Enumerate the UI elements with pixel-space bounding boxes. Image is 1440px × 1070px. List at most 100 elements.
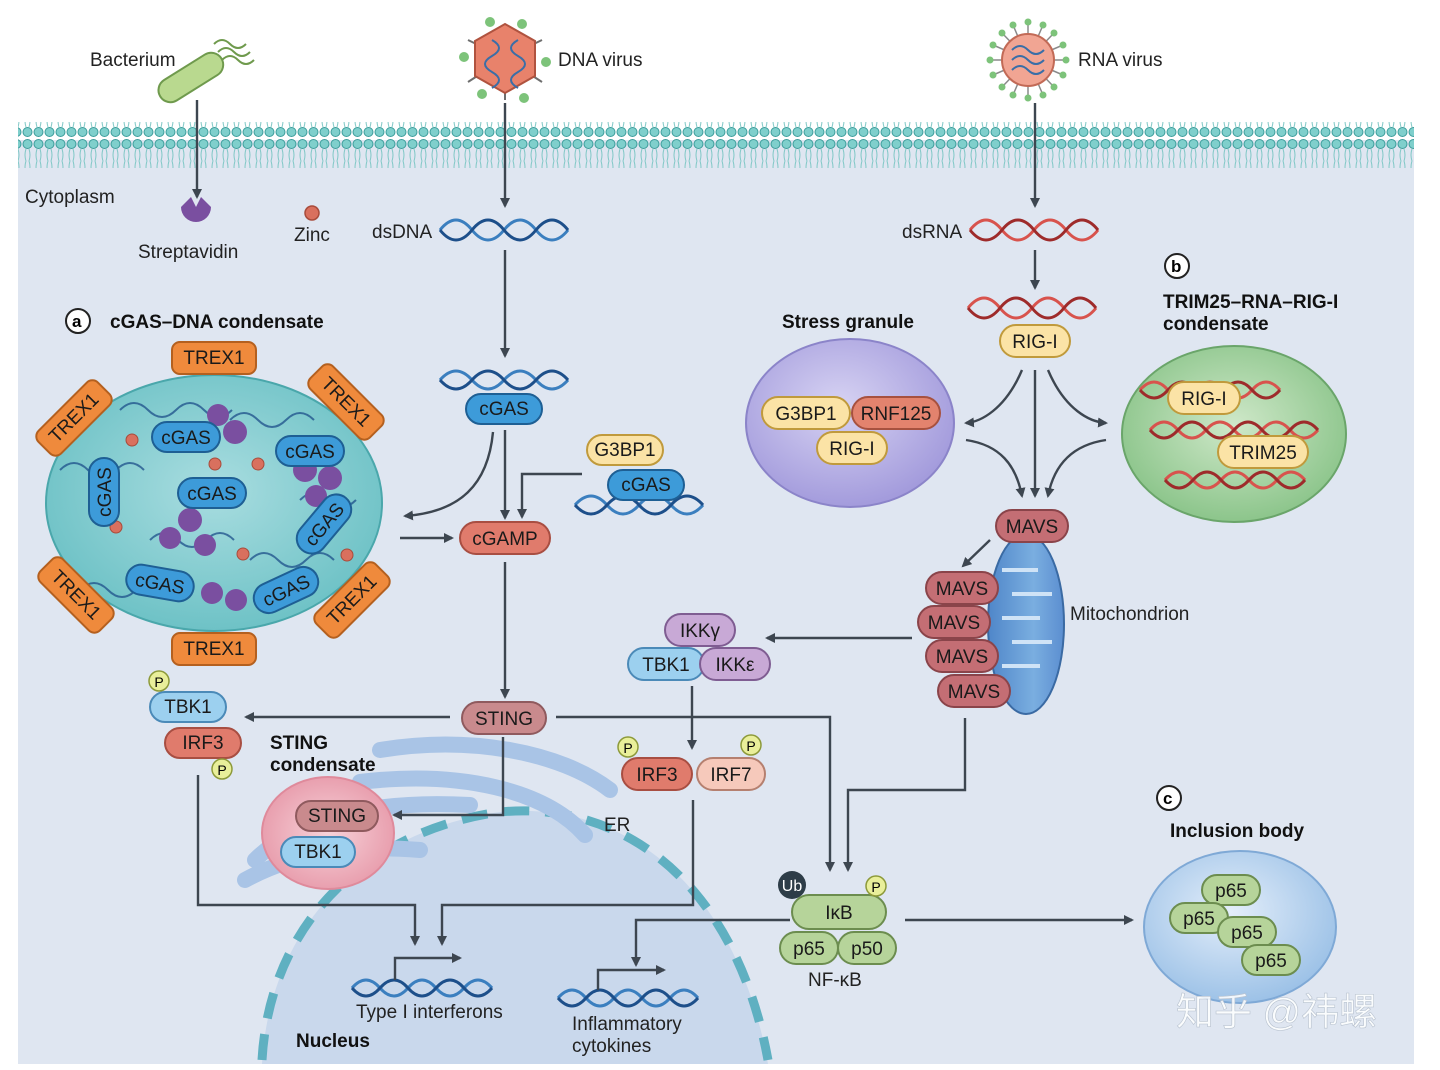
p65-label: p65	[793, 939, 825, 960]
p65-label: p65	[1215, 881, 1247, 902]
cgas-protein	[275, 435, 345, 467]
cgas-protein	[295, 493, 353, 555]
mavs-label: MAVS	[928, 613, 980, 634]
phospho-label: P	[217, 762, 226, 778]
sting-pill	[461, 701, 547, 735]
watermark: 知乎 @祎螺	[1176, 992, 1377, 1034]
er-label: ER	[604, 815, 630, 836]
panel-a-badge	[65, 308, 91, 334]
stress-granule-title: Stress granule	[782, 312, 914, 333]
sting-condensate-title-2: condensate	[270, 755, 376, 776]
rigi-dsrna-complex: RIG-I	[966, 296, 1098, 358]
cgas-label: cGAS	[95, 467, 116, 517]
g3bp1-pill	[761, 396, 851, 430]
mavs-label: MAVS	[936, 647, 988, 668]
phospho-label: P	[154, 674, 163, 690]
mavs-label: MAVS	[948, 682, 1000, 703]
arrow-rigi-sg	[964, 369, 1024, 428]
arrow-mavs-oligomer	[961, 539, 991, 568]
phospho-icon	[740, 734, 762, 756]
cgas-label: cGAS	[285, 442, 335, 463]
rna-virus-icon	[986, 18, 1070, 102]
rigi-pill	[1167, 381, 1241, 415]
dsdna-label: dsDNA	[372, 222, 433, 243]
phospho-icon	[617, 736, 639, 758]
rnf125-pill	[851, 396, 941, 430]
ikb-label: IκB	[825, 903, 852, 924]
stress-granule	[745, 338, 955, 508]
pathway-arrows	[192, 100, 1134, 967]
p65-label: p65	[1255, 951, 1287, 972]
arrow-irf7-ifn	[437, 800, 695, 946]
p65-cluster: p65 p65 p65 p65	[1169, 874, 1301, 976]
zinc-icon	[304, 205, 320, 221]
arrow-irf3-ifn	[196, 775, 420, 946]
phospho-label: P	[871, 879, 880, 895]
trim25-label: TRIM25	[1229, 443, 1297, 464]
irf3-irf7-pair: IRF3 IRF7 P P	[617, 734, 766, 791]
panel-c-badge	[1156, 785, 1182, 811]
irf3-label: IRF3	[182, 733, 223, 754]
cgamp-label: cGAMP	[472, 529, 537, 550]
phospho-label: P	[746, 738, 755, 754]
sting-condensate-title-1: STING	[270, 733, 328, 754]
panel-a-title: cGAS–DNA condensate	[110, 312, 324, 333]
trex1-label: TREX1	[183, 348, 244, 369]
tbk1-label: TBK1	[294, 842, 342, 863]
inflam-label-2: cytokines	[572, 1036, 651, 1057]
nfkb-label: NF-κB	[808, 970, 862, 991]
panel-a-letter: a	[72, 312, 82, 331]
bacterium-icon	[157, 39, 255, 104]
sting-condensate	[261, 776, 395, 890]
irf7-label: IRF7	[710, 765, 751, 786]
rigi-label: RIG-I	[1012, 332, 1057, 353]
rigi-label: RIG-I	[1181, 389, 1226, 410]
panel-c-title: Inclusion body	[1170, 821, 1304, 842]
cgas-label: cGAS	[479, 399, 529, 420]
ikk-complex: IKKγ TBK1 IKKε	[627, 613, 771, 681]
mavs-label: MAVS	[1006, 517, 1058, 538]
tbk1-label: TBK1	[642, 655, 690, 676]
ifn-transcription-arrow	[393, 953, 462, 980]
rigi-label: RIG-I	[829, 439, 874, 460]
panel-b-title-1: TRIM25–RNA–RIG-I	[1163, 292, 1338, 313]
cgas-protein	[151, 421, 221, 453]
trex1-proteins: TREX1 TREX1 TREX1 TREX1 TREX1 TREX1	[35, 341, 391, 666]
dsrna-label: dsRNA	[902, 222, 963, 243]
g3bp1-label: G3BP1	[594, 440, 655, 461]
rnf125-label: RNF125	[861, 404, 932, 425]
cytokine-gene	[556, 988, 700, 1008]
cgas-protein	[177, 477, 247, 509]
p65-label: p65	[1231, 923, 1263, 944]
rna-virus-label: RNA virus	[1078, 50, 1162, 71]
streptavidin-cluster	[159, 404, 342, 611]
g3bp1-label: G3BP1	[775, 404, 836, 425]
nfkb-complex: IκB p65 p50 Ub P	[778, 871, 897, 965]
streptavidin-icon	[181, 197, 211, 222]
arrow-sg-mavs	[965, 438, 1026, 498]
cytokine-transcription-arrow	[596, 965, 666, 990]
tbk1-pill	[280, 836, 356, 868]
p50-label: p50	[851, 939, 883, 960]
rigi-pill	[816, 431, 888, 465]
cytoplasm-label: Cytoplasm	[25, 187, 115, 208]
phospho-label: P	[623, 740, 632, 756]
ikke-label: IKKε	[715, 655, 755, 676]
streptavidin-label: Streptavidin	[138, 242, 238, 263]
mitochondrion-label: Mitochondrion	[1070, 604, 1189, 625]
sting-pill	[295, 800, 379, 832]
zinc-label: Zinc	[294, 225, 330, 246]
cgas-dna-complex: cGAS	[438, 369, 570, 425]
arrow-mavs-ikb	[843, 718, 967, 872]
phospho-icon	[211, 758, 233, 780]
sting-label: STING	[308, 806, 366, 827]
panel-b-badge	[1164, 253, 1190, 279]
cgas-label: cGAS	[621, 475, 671, 496]
trex1-label: TREX1	[183, 639, 244, 660]
ifn-label: Type I interferons	[356, 1002, 503, 1023]
irf3-label: IRF3	[636, 765, 677, 786]
cgas-protein	[252, 565, 320, 615]
panel-b-title-2: condensate	[1163, 314, 1269, 335]
inflam-label-1: Inflammatory	[572, 1014, 682, 1035]
